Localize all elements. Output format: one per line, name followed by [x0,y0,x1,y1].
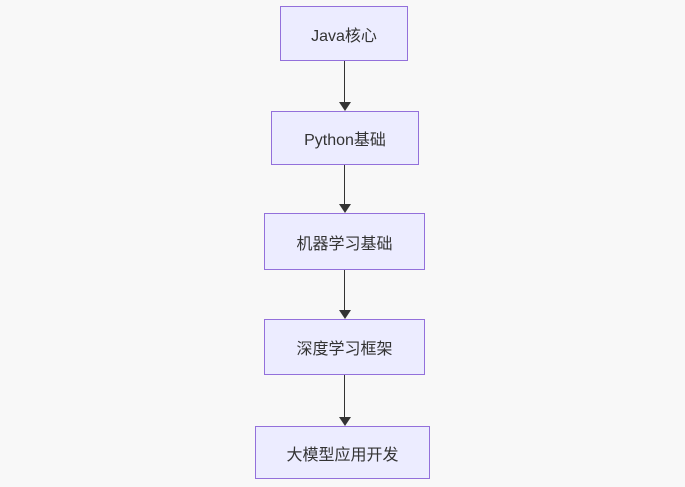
node-label: Python基础 [304,132,386,149]
edge-line [343,375,345,418]
flowchart-node-dl-frameworks: 深度学习框架 [264,319,425,375]
flowchart-node-llm-app-dev: 大模型应用开发 [255,426,430,479]
flowchart-node-java-core: Java核心 [280,6,408,61]
node-label: 大模型应用开发 [286,446,399,464]
edge-line [343,165,345,205]
flowchart-node-python-basics: Python基础 [271,111,419,165]
arrowhead-down-icon [338,204,351,213]
node-label: 深度学习框架 [296,341,393,358]
arrowhead-down-icon [338,310,351,319]
node-label: Java核心 [311,27,377,45]
edge-line [343,61,345,102]
arrowhead-down-icon [338,417,351,426]
node-label: 机器学习基础 [296,235,393,253]
arrowhead-down-icon [338,102,351,111]
flowchart-node-ml-basics: 机器学习基础 [264,213,425,270]
edge-line [343,270,345,311]
